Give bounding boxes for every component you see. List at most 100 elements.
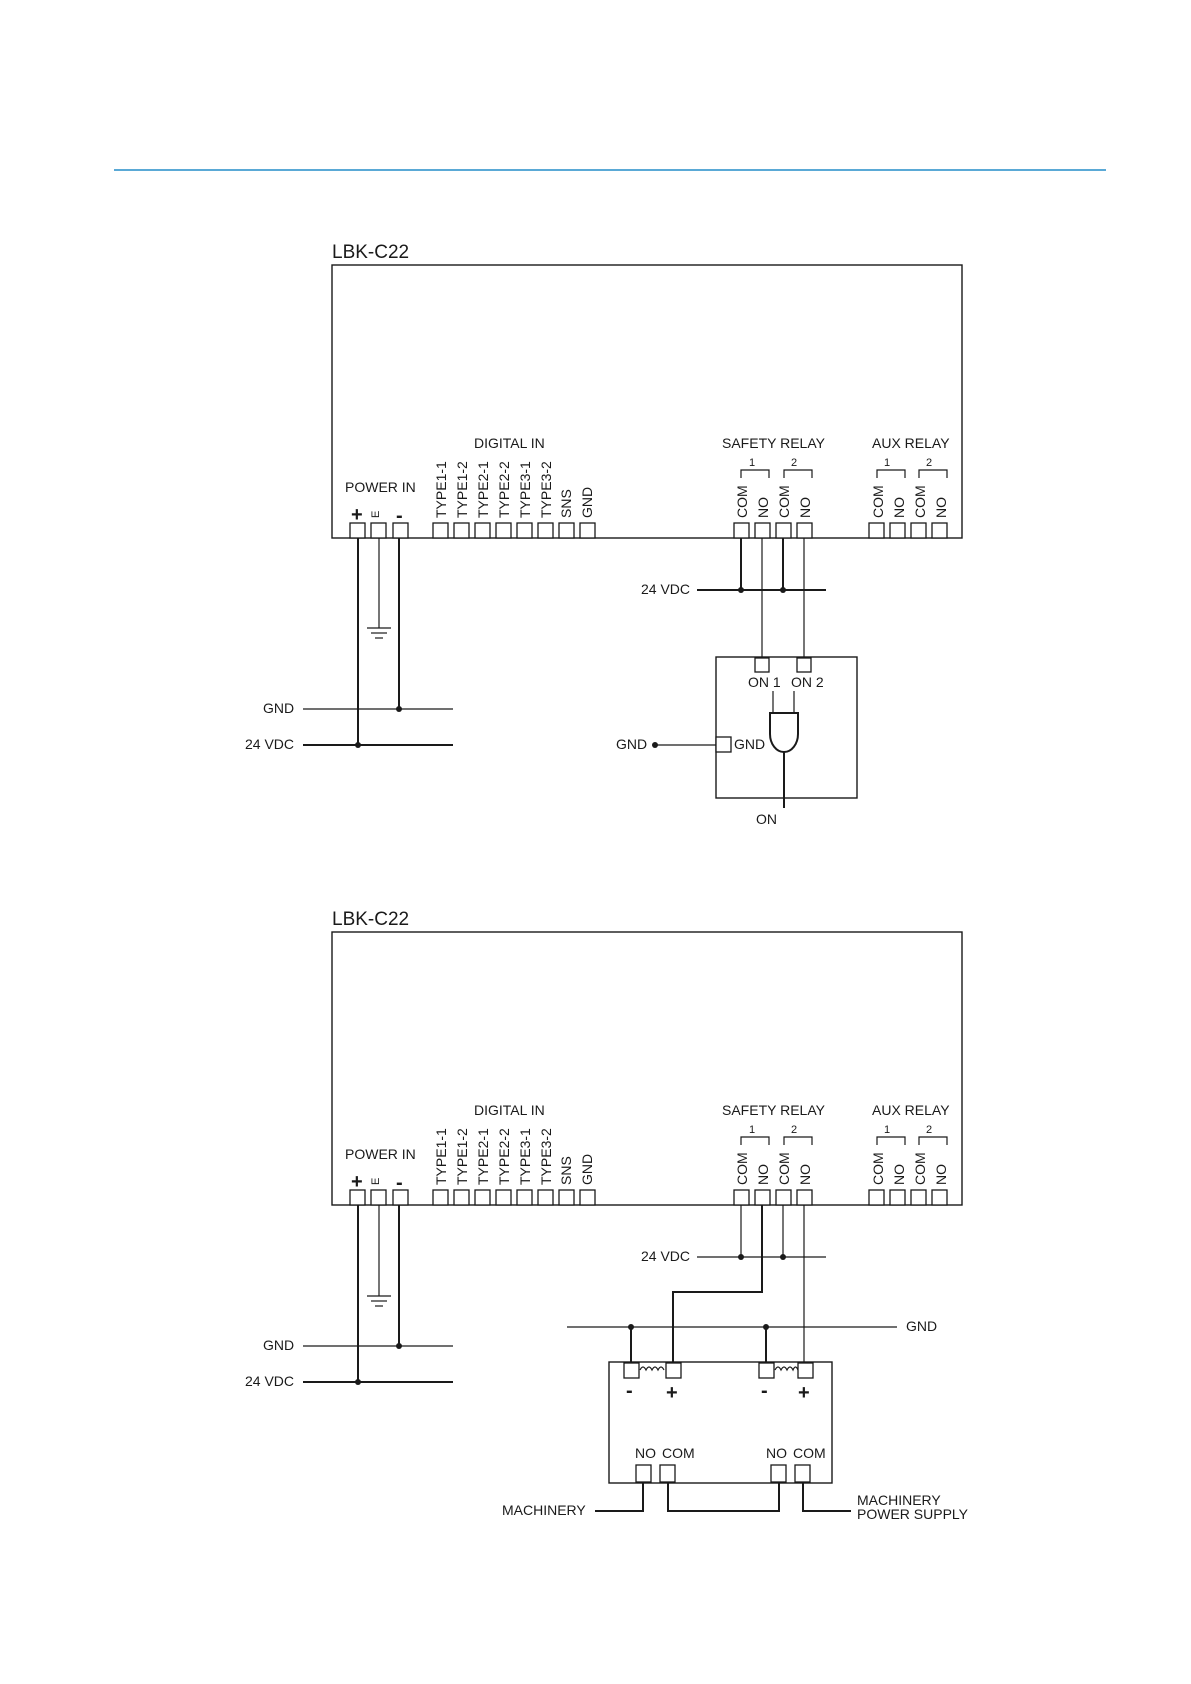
- aux-term-label: NO: [891, 1164, 907, 1185]
- controller-box: [331, 264, 963, 539]
- gate-input-leads: [772, 691, 795, 713]
- terminal-on1: [754, 657, 770, 673]
- aux-term-label: COM: [912, 485, 928, 518]
- terminal-digital: [432, 1189, 449, 1206]
- digital-term-label: TYPE1-1: [433, 1128, 449, 1185]
- safety-relay-number-2: 2: [791, 457, 797, 469]
- contact1-com-label: COM: [662, 1445, 695, 1461]
- terminal-digital: [537, 522, 554, 539]
- terminal-power-e: [370, 1189, 387, 1206]
- coil1-minus-sign: -: [626, 1380, 633, 1402]
- aux-relay-bracket-1: [876, 469, 906, 478]
- aux-relay-bracket-2: [918, 469, 948, 478]
- coil2-minus-sign: -: [761, 1380, 768, 1402]
- digital-term-label: SNS: [558, 489, 574, 518]
- aux-relay-number-2: 2: [926, 457, 932, 469]
- junction-dot: [652, 742, 658, 748]
- terminal-digital: [516, 522, 533, 539]
- wire-series-contacts: [667, 1482, 780, 1512]
- power-in-label: POWER IN: [345, 479, 416, 495]
- digital-term-label: TYPE2-2: [496, 461, 512, 518]
- machinery-supply-label-line2: POWER SUPPLY: [857, 1506, 969, 1522]
- junction-dot: [780, 587, 786, 593]
- aux-term-label: COM: [870, 485, 886, 518]
- terminal-power-minus: [392, 1189, 409, 1206]
- digital-term-label: TYPE1-2: [454, 461, 470, 518]
- gnd-right-label: GND: [906, 1318, 937, 1334]
- terminal-safety-com-1: [733, 522, 750, 539]
- diagram-2: LBK-C22 POWER IN + E - DIGITAL IN TYPE1-…: [245, 909, 969, 1522]
- digital-in-label: DIGITAL IN: [474, 435, 545, 451]
- power-e-label: E: [370, 1178, 382, 1185]
- terminal-power-plus: [349, 522, 366, 539]
- power-plus-sign: +: [351, 1171, 363, 1193]
- vdc-rail-label: 24 VDC: [245, 736, 294, 752]
- coil1-plus-sign: +: [666, 1382, 678, 1404]
- on1-label: ON 1: [748, 674, 781, 690]
- and-logic-module: [715, 656, 858, 799]
- terminal-safety-com-1: [733, 1189, 750, 1206]
- device-title: LBK-C22: [332, 242, 409, 263]
- digital-term-label: TYPE3-1: [517, 461, 533, 518]
- digital-term-label: TYPE2-2: [496, 1128, 512, 1185]
- safety-term-label: NO: [755, 497, 771, 518]
- safety-relay-label: SAFETY RELAY: [722, 1102, 826, 1118]
- terminal-safety-no-2: [796, 522, 813, 539]
- terminal-aux: [931, 1189, 948, 1206]
- gate-gnd-terminal-label: GND: [734, 736, 765, 752]
- terminal-digital: [474, 1189, 491, 1206]
- terminal-aux: [868, 1189, 885, 1206]
- terminal-digital: [516, 1189, 533, 1206]
- terminal-digital: [558, 1189, 575, 1206]
- safety-relay-bracket-2: [783, 469, 813, 478]
- aux-term-label: COM: [912, 1152, 928, 1185]
- terminal-power-e: [370, 522, 387, 539]
- earth-ground-symbol: [367, 627, 391, 639]
- safety-relay-number-1: 1: [749, 457, 755, 469]
- terminal-aux: [889, 1189, 906, 1206]
- aux-relay-bracket-2: [918, 1136, 948, 1145]
- junction-dot: [738, 587, 744, 593]
- terminal-coil2-plus: [797, 1362, 814, 1379]
- safety-term-label: COM: [776, 1152, 792, 1185]
- terminal-aux: [889, 522, 906, 539]
- digital-term-label: TYPE3-1: [517, 1128, 533, 1185]
- terminal-safety-com-2: [775, 522, 792, 539]
- digital-in-terminals: TYPE1-1 TYPE1-2 TYPE2-1 TYPE2-2 TYPE3-1 …: [432, 461, 596, 539]
- power-minus-sign: -: [396, 505, 403, 527]
- terminal-digital: [432, 522, 449, 539]
- terminal-digital: [495, 1189, 512, 1206]
- safety-term-label: COM: [776, 485, 792, 518]
- terminal-aux: [931, 522, 948, 539]
- junction-dot: [396, 1343, 402, 1349]
- digital-term-label: GND: [579, 487, 595, 518]
- safety-relay-number-2: 2: [791, 1124, 797, 1136]
- digital-term-label: TYPE2-1: [475, 461, 491, 518]
- relay-vdc-label: 24 VDC: [641, 1248, 690, 1264]
- terminal-digital: [495, 522, 512, 539]
- wire-machinery-supply: [802, 1482, 851, 1512]
- power-plus-sign: +: [351, 504, 363, 526]
- digital-term-label: TYPE2-1: [475, 1128, 491, 1185]
- wire-machinery: [595, 1482, 644, 1512]
- device-title: LBK-C22: [332, 909, 409, 930]
- terminal-digital: [558, 522, 575, 539]
- terminal-contact1-com: [659, 1464, 676, 1483]
- relay-vdc-label: 24 VDC: [641, 581, 690, 597]
- terminal-contact1-no: [635, 1464, 652, 1483]
- digital-term-label: TYPE1-1: [433, 461, 449, 518]
- coil2-plus-sign: +: [798, 1382, 810, 1404]
- power-in-label: POWER IN: [345, 1146, 416, 1162]
- and-gate-icon: [769, 712, 799, 753]
- coil2-icon: [774, 1366, 799, 1372]
- aux-relay-label: AUX RELAY: [872, 1102, 950, 1118]
- gnd-rail-label: GND: [263, 700, 294, 716]
- power-e-label: E: [370, 511, 382, 518]
- terminal-digital: [474, 522, 491, 539]
- safety-term-label: COM: [734, 485, 750, 518]
- terminal-aux: [910, 522, 927, 539]
- aux-relay-bracket-1: [876, 1136, 906, 1145]
- terminal-digital: [579, 1189, 596, 1206]
- junction-dot: [628, 1324, 634, 1330]
